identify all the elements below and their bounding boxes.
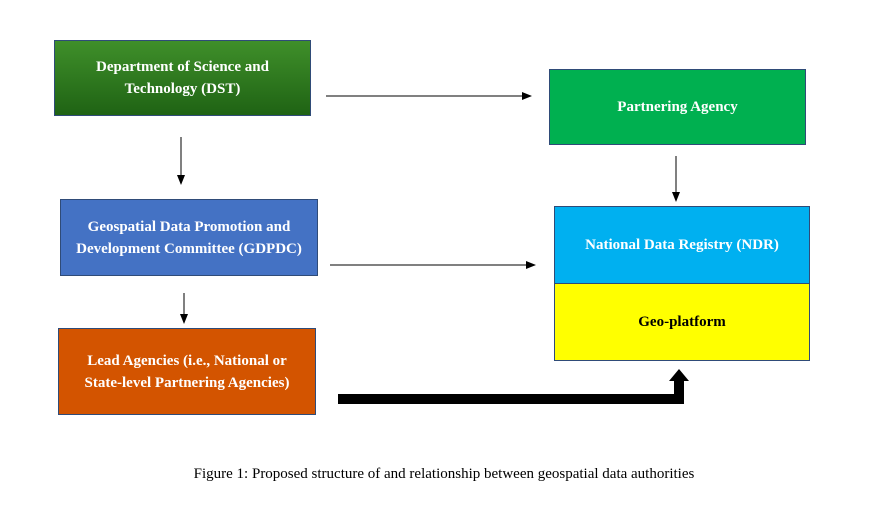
node-lead-agencies: Lead Agencies (i.e., National or State-l… — [58, 328, 316, 415]
node-dst: Department of Science and Technology (DS… — [54, 40, 311, 116]
node-ndr: National Data Registry (NDR) — [554, 206, 810, 284]
node-geo-platform: Geo-platform — [554, 283, 810, 361]
thick-arrowhead — [669, 369, 689, 381]
node-dst-label: Department of Science and Technology (DS… — [96, 59, 269, 97]
node-geo-label: Geo-platform — [638, 314, 726, 330]
node-partnering-agency: Partnering Agency — [549, 69, 806, 145]
thick-arrow-lead-to-geo — [338, 380, 684, 404]
node-partner-label: Partnering Agency — [617, 99, 738, 115]
figure-caption: Figure 1: Proposed structure of and rela… — [193, 466, 695, 482]
node-lead-label: Lead Agencies (i.e., National or State-l… — [84, 352, 290, 391]
node-ndr-label: National Data Registry (NDR) — [585, 237, 779, 253]
node-gdpdc: Geospatial Data Promotion and Developmen… — [60, 199, 318, 276]
node-gdpdc-label: Geospatial Data Promotion and Developmen… — [76, 218, 302, 257]
